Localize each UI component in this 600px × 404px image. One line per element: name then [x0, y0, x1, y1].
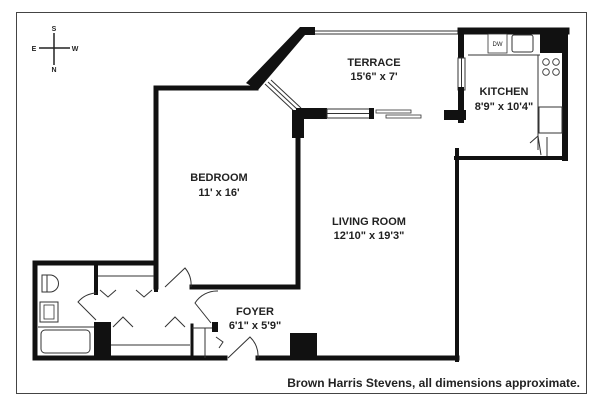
dishwasher-label: DW: [493, 42, 503, 48]
dishwasher: [487, 33, 508, 54]
closet-door: [194, 290, 219, 324]
foyer-label: FOYER: [236, 306, 274, 318]
terrace-dims: 15'6" x 7': [350, 71, 398, 83]
compass-north: N: [51, 67, 56, 74]
bedroom-door: [164, 267, 192, 288]
kitchen-label: KITCHEN: [480, 86, 529, 98]
foyer-dims: 6'1" x 5'9": [229, 320, 281, 332]
closet-doors-top: [99, 289, 153, 298]
bedroom-label: BEDROOM: [190, 172, 247, 184]
diagonal-wall: [246, 27, 315, 90]
bathroom-fixtures: [38, 274, 94, 354]
refrigerator-icon: [538, 106, 563, 134]
stove-icon: [542, 58, 560, 76]
compass-east: E: [32, 46, 37, 53]
compass-icon: S E W N: [32, 26, 79, 74]
bathtub-icon: [40, 329, 91, 354]
bedroom-dims: 11' x 16': [198, 187, 240, 199]
pantry-door: [529, 135, 542, 156]
frame-border: [16, 12, 587, 394]
compass-south: S: [52, 26, 57, 33]
footer-disclaimer: Brown Harris Stevens, all dimensions app…: [287, 376, 580, 390]
terrace-sliding-door[interactable]: [375, 109, 422, 119]
toilet-icon: [41, 274, 59, 293]
kitchen-window: [457, 57, 466, 91]
walls: [32, 27, 570, 362]
column: [290, 333, 317, 360]
terrace-label: TERRACE: [347, 57, 400, 69]
closet-doors-bottom: [112, 316, 186, 328]
doors: [77, 135, 542, 359]
terrace-window: [326, 108, 372, 119]
sink-icon: [511, 34, 534, 53]
kitchen-dims: 8'9" x 10'4": [475, 101, 533, 113]
entry-door: [227, 336, 259, 359]
living-room-dims: 12'10" x 19'3": [334, 230, 405, 242]
kitchen-fixtures: DW: [468, 33, 563, 156]
living-room-label: LIVING ROOM: [332, 216, 406, 228]
bathroom-door: [77, 292, 97, 321]
diagonal-window: [264, 79, 302, 114]
compass-west: W: [72, 46, 79, 53]
